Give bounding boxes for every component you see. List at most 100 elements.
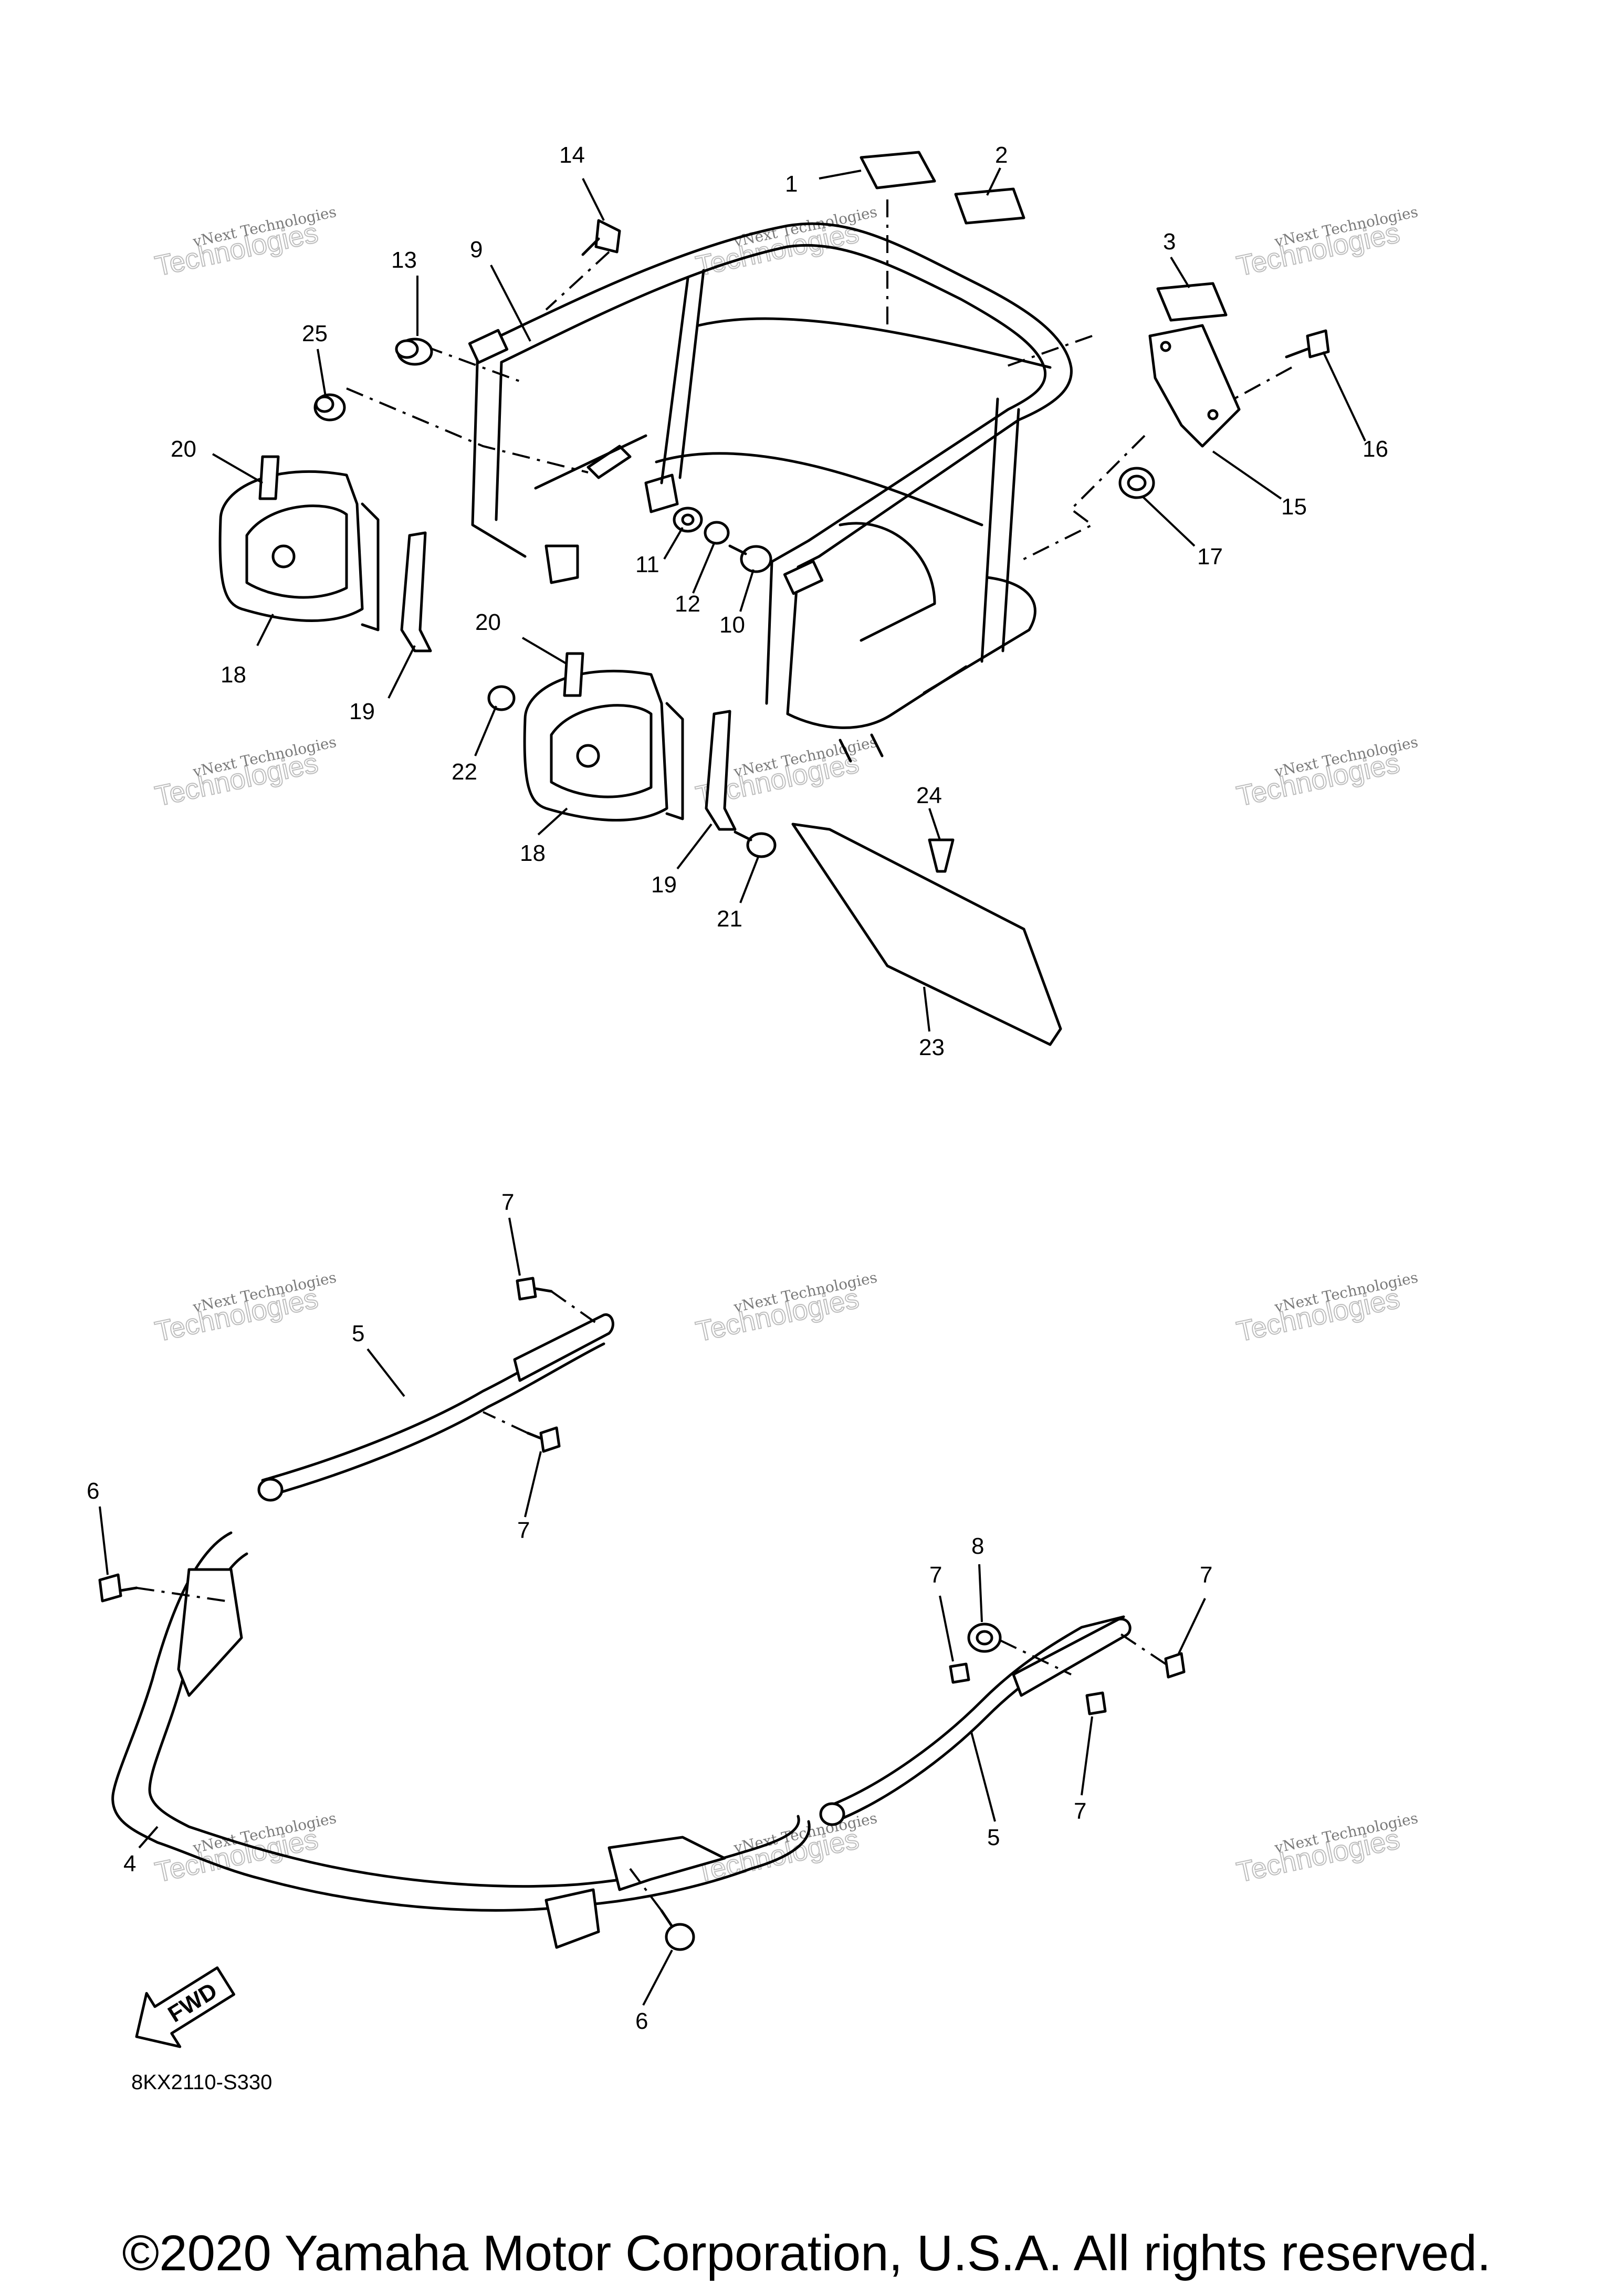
leader-line (1233, 366, 1292, 400)
leader-line (483, 1411, 528, 1434)
bolt-6-left (98, 1573, 138, 1603)
callout-7: 7 (501, 1189, 514, 1215)
watermark: Technologies vNext Technologies (693, 1809, 878, 1889)
clip-24 (928, 838, 955, 873)
rail-right-5 (828, 1615, 1125, 1807)
frame-end-cap (468, 329, 509, 364)
callout-6: 6 (87, 1478, 99, 1504)
leader-line (629, 1868, 663, 1912)
callout-13: 13 (391, 247, 417, 273)
bumper-bracket-center (608, 1836, 726, 1891)
callout-2: 2 (995, 142, 1008, 168)
fender-right-18 (523, 652, 684, 821)
bolt-21 (734, 830, 777, 858)
callout-16: 16 (1363, 436, 1388, 462)
callout-7: 7 (517, 1518, 530, 1543)
bolt-7-right-b (1164, 1652, 1186, 1679)
bumper-4 (111, 1531, 811, 1912)
collar-13 (395, 338, 433, 366)
washer-11 (673, 507, 703, 533)
callout-19: 19 (651, 872, 677, 898)
washer-12 (704, 521, 730, 545)
nut-25 (313, 393, 346, 422)
decal-1 (860, 151, 936, 189)
leader-line (136, 1587, 226, 1602)
callout-22: 22 (452, 759, 477, 785)
plate-23 (791, 823, 1062, 1046)
leader-line (550, 1290, 597, 1324)
bumper-bracket-lower (544, 1888, 600, 1949)
leader-line (1117, 1631, 1167, 1665)
watermark: Technologies vNext Technologies (693, 1269, 878, 1349)
callout-15: 15 (1281, 494, 1307, 520)
callout-19: 19 (349, 699, 375, 724)
callout-10: 10 (719, 612, 745, 638)
bolt-6-lower (660, 1909, 695, 1951)
frame-end-cap (783, 560, 824, 595)
copyright-notice: ©2020 Yamaha Motor Corporation, U.S.A. A… (122, 2225, 1491, 2281)
callout-20: 20 (171, 436, 196, 462)
rack-assembly (218, 151, 1330, 1046)
bumper-assembly: FWD 8KX2110-S330 (98, 1277, 1186, 2094)
bolt-7-right-a (949, 1662, 970, 1684)
leader-line (1002, 335, 1093, 368)
bolt-7-mid (526, 1426, 561, 1453)
rack-frame (468, 222, 1073, 763)
callout-23: 23 (919, 1035, 945, 1060)
callout-leaders (99, 167, 1366, 2006)
bracket-left-19 (400, 531, 432, 652)
callout-9: 9 (470, 237, 483, 262)
callout-17: 17 (1197, 544, 1223, 570)
callout-18: 18 (520, 840, 546, 866)
diagram-code: 8KX2110-S330 (131, 2071, 272, 2094)
watermark: Technologies vNext Technologies (152, 203, 338, 283)
bracket-15 (1148, 324, 1241, 448)
leader-line (1000, 1639, 1072, 1676)
bolt-7-right-c (1085, 1691, 1107, 1715)
callout-3: 3 (1163, 229, 1176, 255)
decal-2 (954, 187, 1025, 225)
watermark: Technologies vNext Technologies (1233, 203, 1419, 283)
leader-line (545, 251, 610, 311)
callout-21: 21 (717, 906, 742, 932)
callout-14: 14 (559, 142, 585, 168)
fender-left-18 (218, 455, 380, 631)
callout-4: 4 (123, 1851, 136, 1877)
callout-6: 6 (635, 2008, 648, 2034)
rail-right-end (1012, 1617, 1132, 1697)
callout-5: 5 (352, 1321, 364, 1346)
bolt-10 (728, 544, 772, 573)
nut-22 (487, 685, 516, 711)
leader-line (425, 345, 526, 384)
callout-5: 5 (987, 1825, 1000, 1850)
watermark: Technologies vNext Technologies (152, 733, 338, 813)
callout-20: 20 (475, 609, 501, 635)
fwd-arrow: FWD (135, 1966, 236, 2048)
callout-8: 8 (971, 1533, 984, 1559)
bolt-7-top (516, 1277, 553, 1301)
bolt-16 (1285, 329, 1330, 359)
leader-line (346, 387, 589, 473)
nut-8 (967, 1623, 1002, 1653)
watermark: Technologies vNext Technologies (152, 1269, 338, 1349)
watermark: Technologies vNext Technologies (1233, 1809, 1419, 1889)
bumper-bracket-left (177, 1568, 243, 1697)
callout-1: 1 (785, 171, 798, 197)
bolt-14 (581, 219, 621, 256)
rail-left-end (513, 1313, 614, 1382)
watermark: Technologies vNext Technologies (1233, 1269, 1419, 1349)
callout-12: 12 (675, 591, 700, 617)
callout-7: 7 (1200, 1562, 1212, 1588)
watermark-group: Technologies vNext Technologies Technolo… (152, 203, 1419, 1889)
callout-labels: 1 2 3 9 13 14 25 20 18 19 11 12 10 15 16… (87, 142, 1388, 2034)
watermark: Technologies vNext Technologies (1233, 733, 1419, 813)
leader-line (1018, 435, 1146, 563)
callout-18: 18 (221, 662, 246, 688)
decal-3 (1156, 282, 1228, 322)
callout-11: 11 (635, 552, 659, 577)
bracket-right-19 (705, 710, 737, 831)
callout-7: 7 (1074, 1798, 1086, 1824)
callout-7: 7 (929, 1562, 942, 1588)
nut-17 (1118, 467, 1155, 499)
